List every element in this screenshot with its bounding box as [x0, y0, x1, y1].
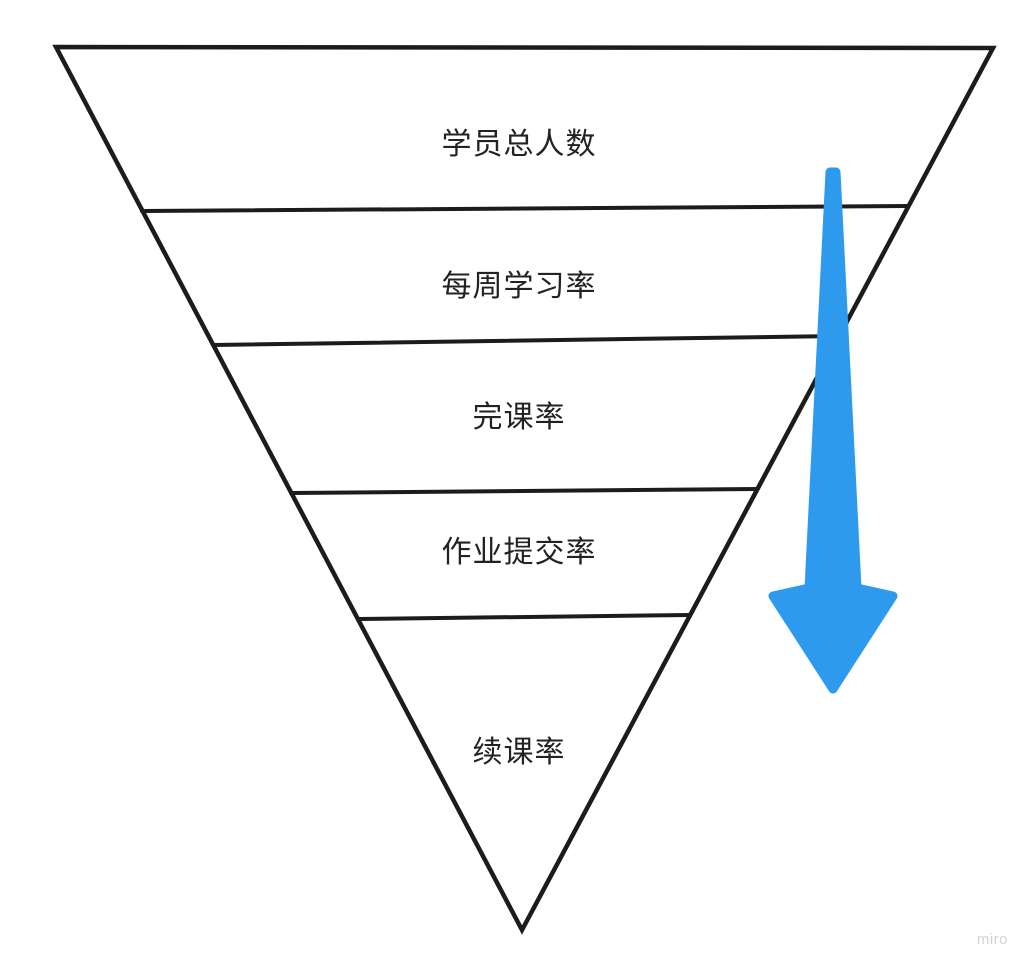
miro-watermark: miro	[976, 931, 1008, 948]
divider-line-4	[356, 613, 692, 621]
funnel-level-label-5: 续课率	[472, 736, 566, 769]
funnel-level-label-1: 学员总人数	[441, 128, 597, 161]
divider-line-1	[140, 204, 910, 213]
divider-line-2	[211, 334, 841, 347]
down-arrow-icon	[768, 167, 898, 694]
funnel-level-label-2: 每周学习率	[441, 270, 597, 303]
funnel-level-label-3: 完课率	[472, 401, 566, 434]
funnel-level-label-4: 作业提交率	[441, 536, 597, 569]
divider-line-3	[289, 487, 759, 495]
